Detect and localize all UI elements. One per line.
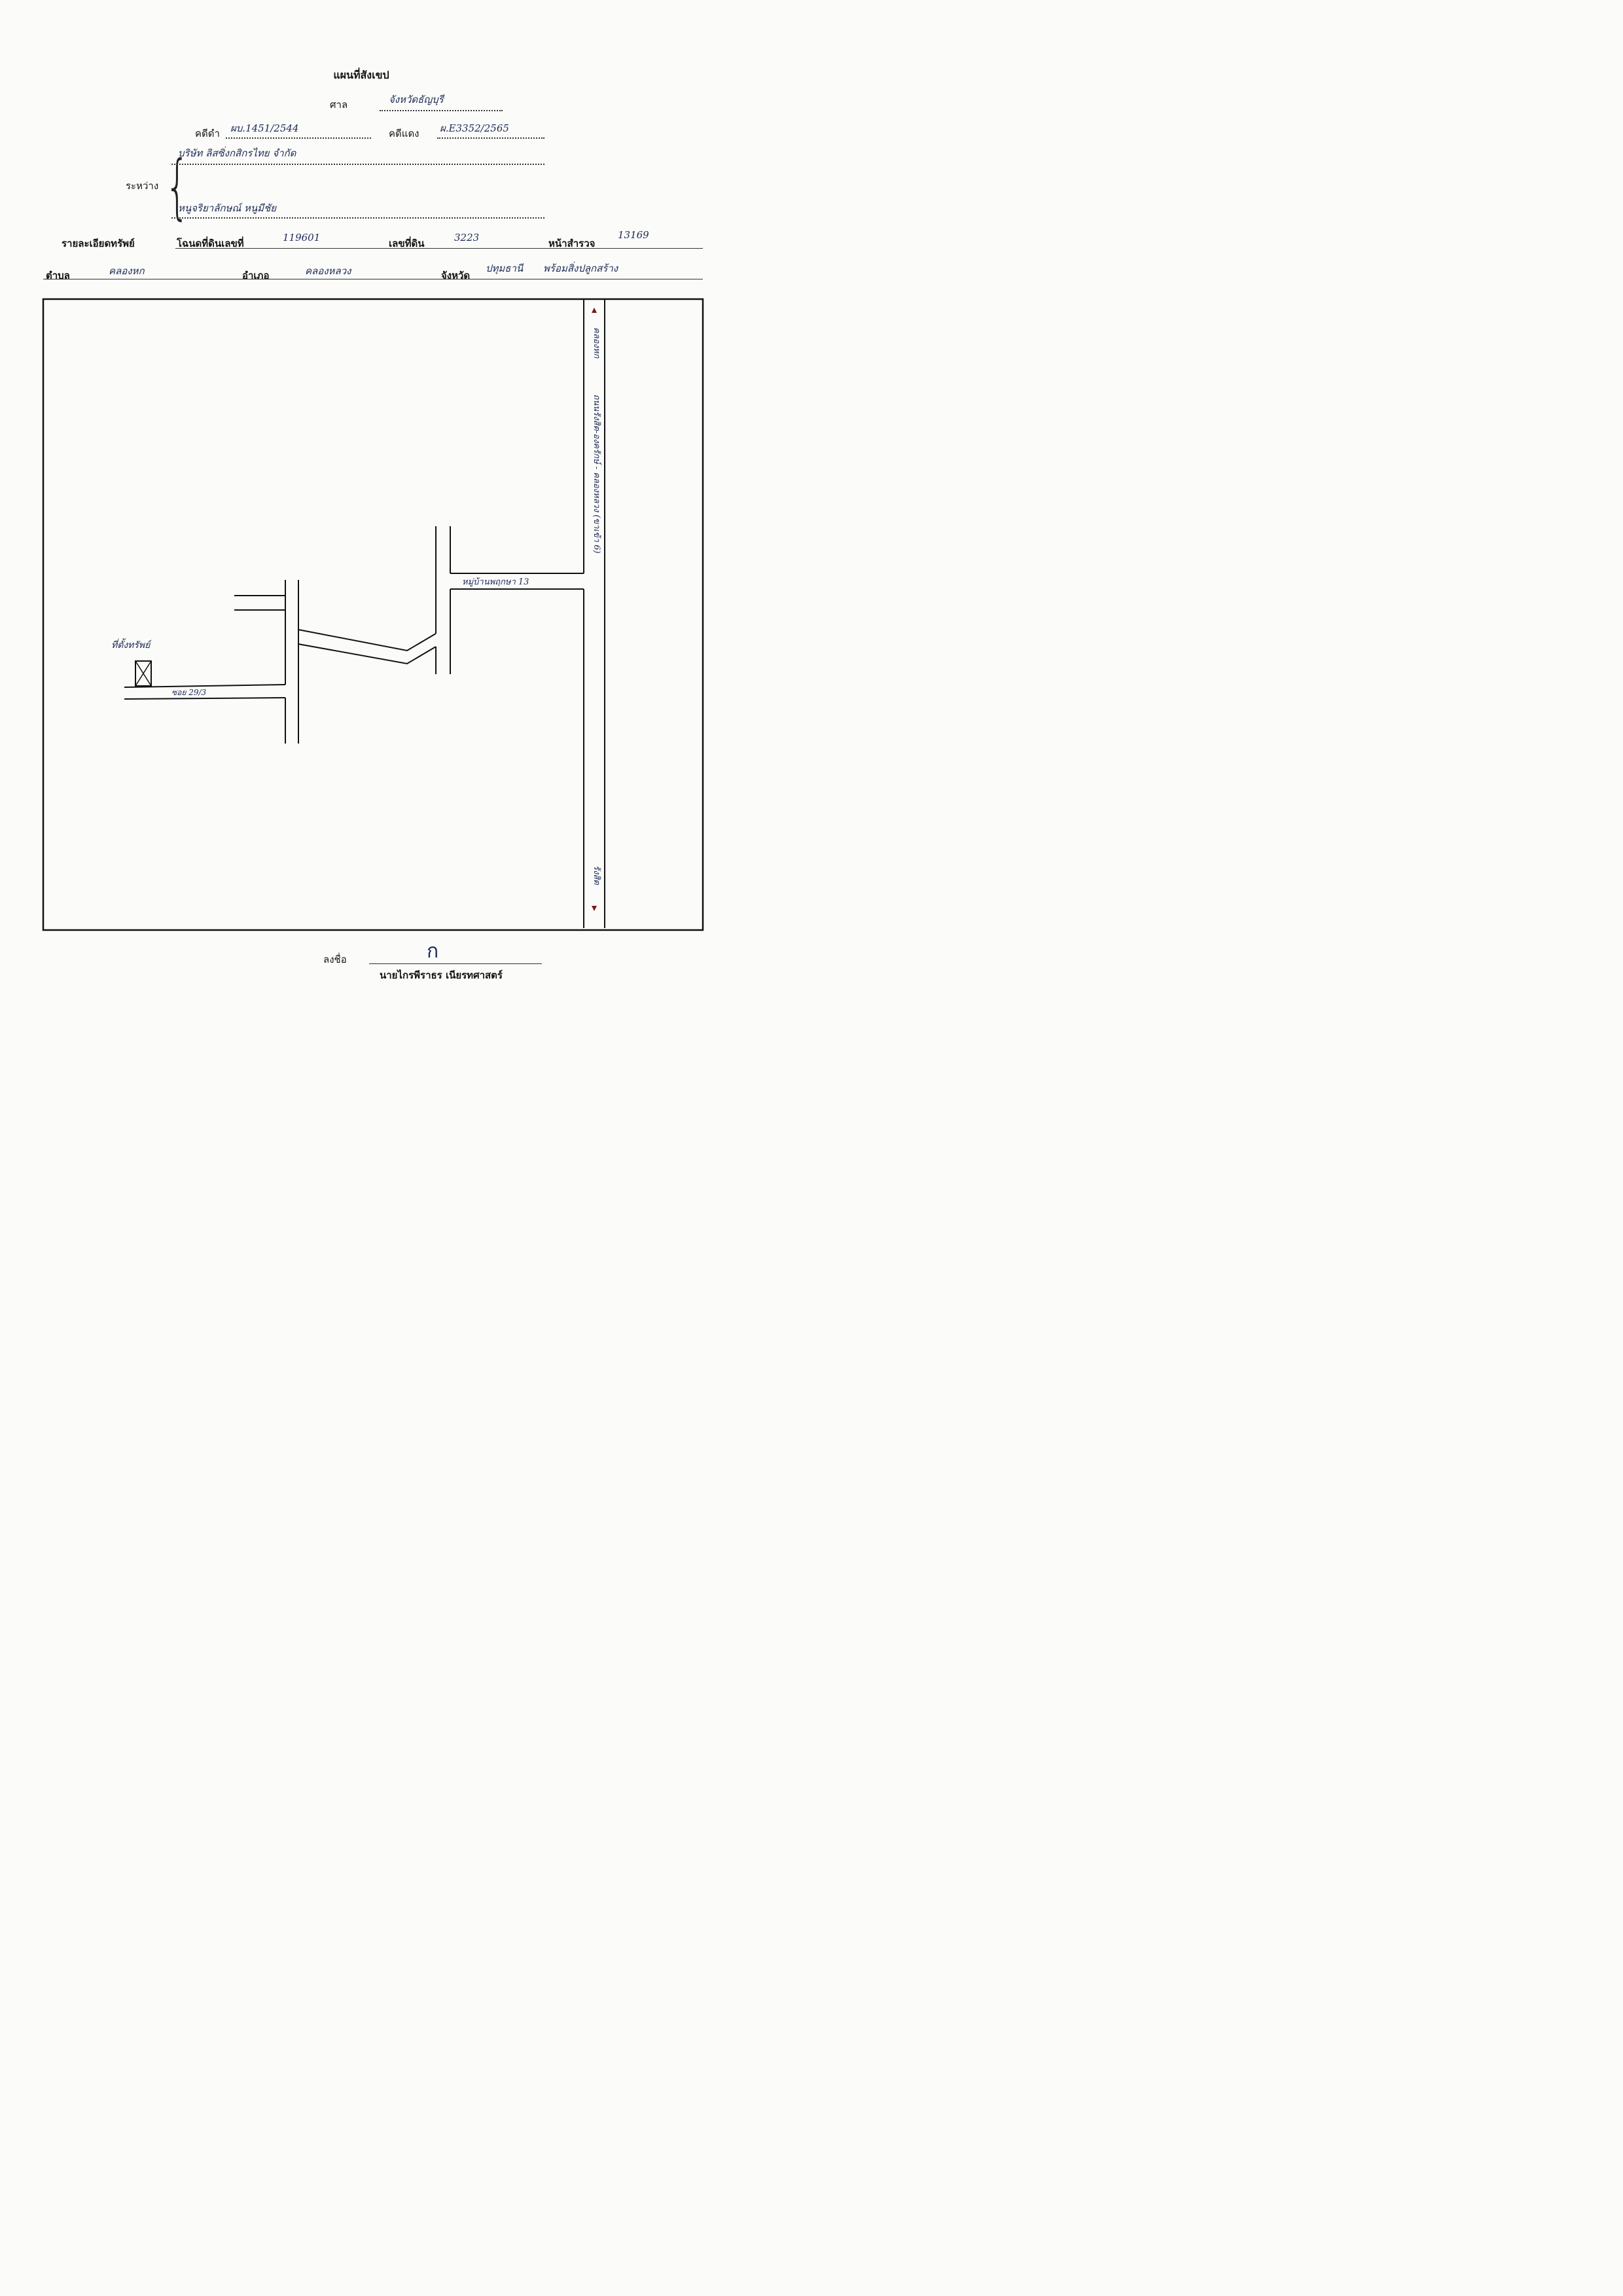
soi-top-edge bbox=[124, 684, 286, 688]
deed-value: 119601 bbox=[283, 232, 321, 243]
court-label: ศาล bbox=[330, 99, 348, 111]
signature-line bbox=[369, 963, 542, 964]
property-location-label: ที่ตั้งทรัพย์ bbox=[111, 638, 152, 651]
main-road-label: ถนนรังสิต-องครักษ์ - คลองหลวง (ขาเข้า 6) bbox=[592, 394, 602, 553]
black-case-value: ผบ.1451/2544 bbox=[230, 122, 299, 134]
between-brace: { bbox=[165, 146, 190, 228]
top-direction-label: คลองหก bbox=[592, 327, 601, 359]
district-value: คลองหลวง bbox=[305, 265, 351, 277]
party-1-dotted-line bbox=[171, 164, 544, 165]
red-case-label: คดีแดง bbox=[389, 128, 419, 139]
red-case-value: ผ.E3352/2565 bbox=[440, 122, 509, 134]
between-label: ระหว่าง bbox=[126, 180, 159, 192]
arrow-up-icon bbox=[592, 308, 597, 313]
party-1: บริษัท ลิสซิ่งกสิกรไทย จำกัด bbox=[178, 147, 296, 159]
signer-name: นายไกรพีราธร เนียรทศาสตร์ bbox=[380, 969, 503, 981]
land-no-value: 3223 bbox=[454, 232, 480, 243]
survey-value: 13169 bbox=[618, 229, 649, 241]
branch-road-label: หมู่บ้านพฤกษา 13 bbox=[462, 577, 529, 587]
court-value: จังหวัดธัญบุรี bbox=[389, 94, 444, 105]
soi-bottom-edge bbox=[124, 697, 286, 700]
bottom-direction-label: รังสิต bbox=[592, 865, 601, 885]
court-dotted-line bbox=[380, 110, 503, 111]
property-rule bbox=[175, 248, 703, 249]
party-2-dotted-line bbox=[171, 217, 544, 219]
land-no-label: เลขที่ดิน bbox=[389, 238, 425, 249]
black-case-label: คดีดำ bbox=[195, 128, 220, 139]
property-marker-icon bbox=[135, 660, 152, 687]
connector-top-edge bbox=[298, 629, 437, 652]
soi-label: ซอย 29/3 bbox=[171, 688, 207, 697]
page-title: แผนที่สังเขป bbox=[333, 69, 389, 81]
province-note: พร้อมสิ่งปลูกสร้าง bbox=[543, 262, 618, 274]
province-label: จังหวัด bbox=[441, 270, 471, 281]
property-label: รายละเอียดทรัพย์ bbox=[62, 238, 135, 249]
arrow-down-icon bbox=[592, 906, 597, 911]
province-value: ปทุมธานี bbox=[486, 262, 524, 274]
signature-mark: ก bbox=[427, 940, 439, 963]
subdistrict-value: คลองหก bbox=[109, 265, 145, 277]
connector-bottom-edge bbox=[298, 643, 437, 665]
black-case-dotted-line bbox=[226, 137, 371, 139]
party-2: หนูจริยาลักษณ์ หนูมีชัย bbox=[178, 202, 277, 214]
survey-label: หน้าสำรวจ bbox=[548, 238, 596, 249]
subdistrict-label: ตำบล bbox=[46, 270, 70, 281]
map-frame bbox=[42, 298, 704, 931]
sketch-map: ถนนรังสิต-องครักษ์ - คลองหลวง (ขาเข้า 6)… bbox=[42, 298, 704, 931]
signature-label: ลงชื่อ bbox=[323, 954, 347, 965]
red-case-dotted-line bbox=[437, 137, 544, 139]
deed-label: โฉนดที่ดินเลขที่ bbox=[177, 238, 244, 249]
district-label: อำเภอ bbox=[242, 270, 270, 281]
